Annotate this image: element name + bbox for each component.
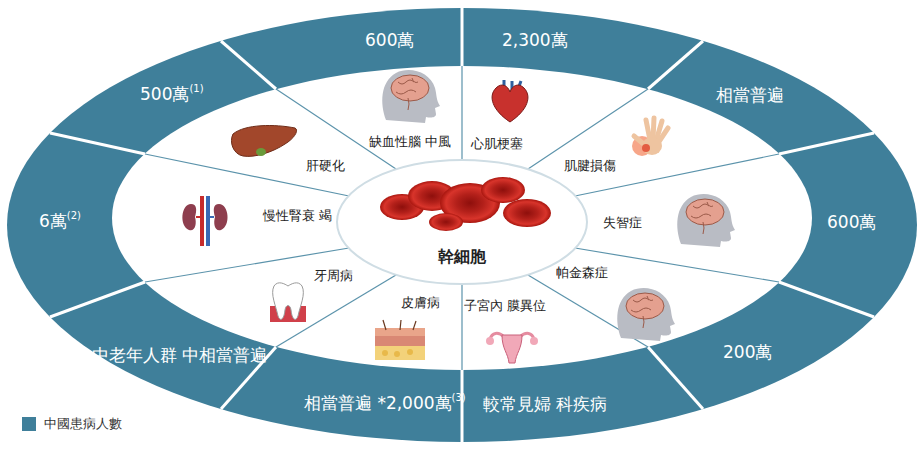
skin-icon [375,320,425,360]
patient-count: 200萬 [723,342,772,362]
disease-label: 皮膚病 [401,295,440,310]
patient-count: 較常見婦 科疾病 [483,394,607,414]
band-segment: 600萬 [365,30,414,50]
liver-icon [231,126,296,157]
uterus-icon [486,333,538,363]
disease-label: 帕金森症 [556,265,608,280]
band-segment: 相當普遍 *2,000萬(3) [304,393,466,416]
brain-icon [677,194,735,247]
footnote-mark: (1) [189,79,203,99]
band-segment: 200萬 [723,342,772,362]
brain-icon [617,288,675,341]
disease-label: 慢性腎衰 竭 [263,208,332,223]
band-segment: 600萬 [827,212,876,232]
ring-dividers [145,66,779,370]
heart-icon [492,80,528,122]
band-dividers [50,6,874,444]
disease-label: 心肌梗塞 [471,136,523,151]
patient-count: 2,300萬 [502,30,568,50]
disease-label: 牙周病 [314,268,353,283]
patient-count: 500萬 [140,84,189,104]
disease-label: 子宮內 膜異位 [464,298,546,313]
disease-name: 失智症 [603,215,642,230]
center-ellipse [337,160,587,284]
patient-count: 600萬 [365,30,414,50]
disease-label: 失智症 [603,215,642,230]
disease-name: 缺血性腦 中風 [369,134,451,149]
disease-name: 皮膚病 [401,295,440,310]
kidney-icon [182,196,227,246]
band-segment: 較常見婦 科疾病 [483,394,607,414]
stem-cells [380,177,551,231]
disease-name: 子宮內 膜異位 [464,298,546,313]
center-node: 幹細胞 [337,160,587,284]
footnote-mark: (3) [452,388,466,408]
band-segment: 500萬(1) [140,84,204,107]
patient-count: 相當普遍 *2,000萬 [304,393,452,413]
legend-text: 中國患病人數 [44,415,122,433]
node-title: 幹細胞 [438,247,486,268]
disease-name: 肝硬化 [306,158,345,173]
disease-name: 心肌梗塞 [471,136,523,151]
patient-count: 中老年人群 中相當普遍 [92,345,267,365]
brain-icon [382,70,440,123]
inner-ring [112,66,812,370]
patient-count: 600萬 [827,212,876,232]
disease-label: 肝硬化 [306,158,345,173]
hand-icon [632,118,668,156]
tooth-icon [270,283,306,322]
disease-name: 慢性腎衰 竭 [263,208,332,223]
legend-swatch [22,417,36,431]
band-segment: 2,300萬 [502,30,568,50]
disease-label: 肌腱損傷 [564,158,616,173]
disease-name: 肌腱損傷 [564,158,616,173]
band-segment: 相當普遍 [716,85,784,105]
band-segment: 中老年人群 中相當普遍 [92,345,267,365]
disease-name: 牙周病 [314,268,353,283]
disease-label: 缺血性腦 中風 [369,134,451,149]
patient-count: 6萬 [39,211,67,231]
footnote-mark: (2) [67,206,81,226]
legend-row: 中國患病人數 [22,415,122,433]
disease-name: 帕金森症 [556,265,608,280]
patient-count: 相當普遍 [716,85,784,105]
band-segment: 6萬(2) [39,211,81,234]
